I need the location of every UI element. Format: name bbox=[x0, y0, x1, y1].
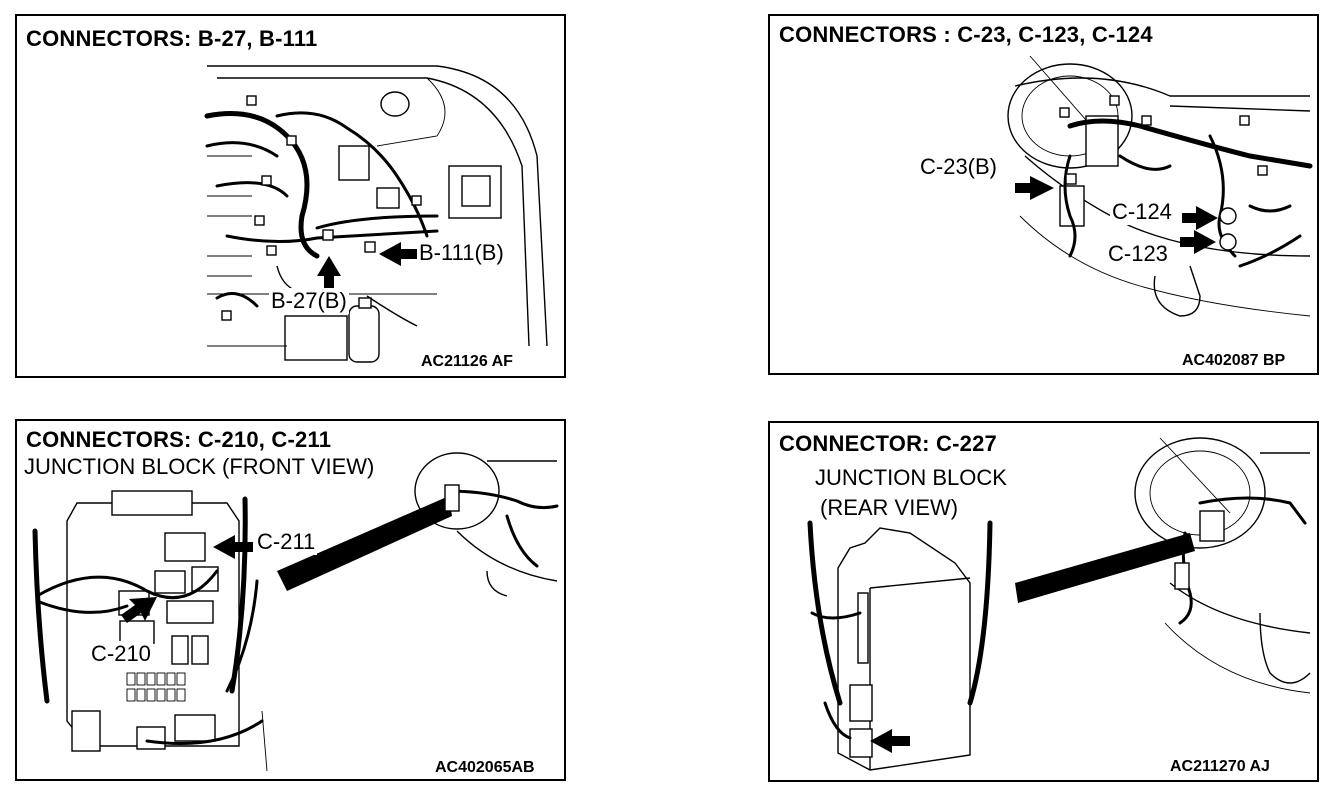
panel-subtitle: JUNCTION BLOCK (FRONT VIEW) bbox=[24, 454, 375, 479]
callout-b27: B-27(B) bbox=[269, 288, 349, 314]
dashboard-illustration bbox=[1007, 55, 1313, 317]
figure-code: AC211270 AJ bbox=[1170, 758, 1270, 775]
junction-block-front-illustration bbox=[32, 452, 559, 772]
figure-code: AC402087 BP bbox=[1182, 352, 1286, 369]
diagram-panel-c23-c123-c124: CONNECTORS : C-23, C-123, C-124 C-23(B) … bbox=[768, 14, 1319, 375]
panel-title: CONNECTORS : C-23, C-123, C-124 bbox=[779, 22, 1153, 47]
figure-code: AC402065AB bbox=[435, 759, 535, 776]
callout-c210: C-210 bbox=[89, 641, 153, 667]
callout-b111: B-111(B) bbox=[417, 240, 506, 266]
figure-code: AC21126 AF bbox=[421, 353, 513, 370]
junction-block-rear-illustration bbox=[807, 437, 1311, 771]
diagram-panel-b27-b111: CONNECTORS: B-27, B-111 B-111(B) B-27(B)… bbox=[15, 14, 566, 378]
diagram-panel-c210-c211: CONNECTORS: C-210, C-211 JUNCTION BLOCK … bbox=[15, 419, 566, 781]
panel-subtitle-line-2: (REAR VIEW) bbox=[820, 495, 959, 520]
panel-title: CONNECTOR: C-227 bbox=[779, 431, 997, 456]
callout-c23: C-23(B) bbox=[918, 154, 1000, 180]
callout-c123: C-123 bbox=[1106, 241, 1170, 267]
panel-subtitle-line-1: JUNCTION BLOCK bbox=[815, 465, 1007, 490]
panel-title: CONNECTORS: B-27, B-111 bbox=[26, 26, 318, 51]
panel-title: CONNECTORS: C-210, C-211 bbox=[26, 427, 332, 452]
diagram-panel-c227: CONNECTOR: C-227 JUNCTION BLOCK (REAR VI… bbox=[768, 421, 1319, 782]
callout-c124: C-124 bbox=[1110, 199, 1174, 225]
engine-compartment-illustration bbox=[204, 65, 548, 363]
callout-c211: C-211 bbox=[255, 529, 318, 555]
